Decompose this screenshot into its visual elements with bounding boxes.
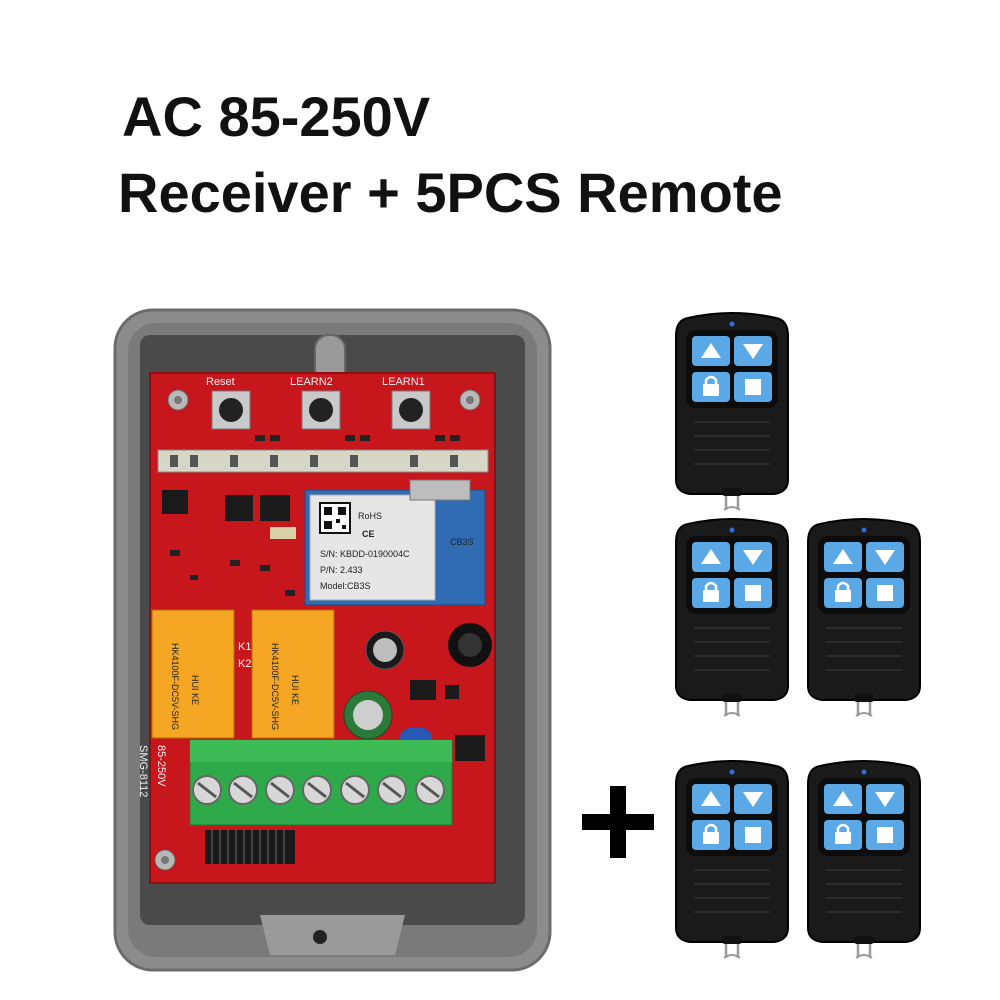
remote-illustration — [675, 312, 789, 511]
keyring — [723, 702, 741, 717]
lock-icon — [835, 581, 851, 602]
receiver-unit: Reset LEARN2 LEARN1 — [110, 305, 555, 975]
remote-control-4 — [674, 760, 790, 960]
plus-icon — [582, 786, 654, 858]
remote-button-stop[interactable] — [734, 820, 772, 850]
learn1-button[interactable] — [391, 390, 431, 430]
ce-mark: CE — [362, 529, 375, 539]
relay-k2: HUI KE HK4100F-DC5V-SHG — [251, 609, 335, 739]
heading-voltage: AC 85-250V — [122, 85, 431, 148]
relay-k1: HUI KE HK4100F-DC5V-SHG — [151, 609, 235, 739]
remote-button-up[interactable] — [692, 784, 730, 814]
lock-icon — [703, 823, 719, 844]
keyring — [723, 944, 741, 959]
remote-button-up[interactable] — [692, 336, 730, 366]
remote-control-3 — [806, 518, 922, 718]
remote-button-up[interactable] — [824, 784, 862, 814]
receiver-illustration: Reset LEARN2 LEARN1 — [113, 308, 552, 972]
qr-code — [319, 502, 351, 534]
led-indicator — [729, 321, 735, 327]
remote-button-stop[interactable] — [866, 820, 904, 850]
remote-button-down[interactable] — [866, 784, 904, 814]
module-side-label: CB3S — [450, 537, 474, 547]
remote-button-stop[interactable] — [866, 578, 904, 608]
arrow-down-icon — [875, 550, 895, 565]
remote-button-up[interactable] — [824, 542, 862, 572]
label-reset: Reset — [206, 376, 235, 388]
arrow-down-icon — [743, 550, 763, 565]
module-pn: P/N: 2.433 — [320, 565, 363, 575]
module-sn: S/N: KBDD-0190004C — [320, 549, 410, 559]
rohs-mark: RoHS — [358, 511, 382, 521]
led-indicator — [861, 527, 867, 533]
learn2-button[interactable] — [301, 390, 341, 430]
keyring — [723, 496, 741, 511]
arrow-up-icon — [701, 791, 721, 806]
led-indicator — [729, 769, 735, 775]
heading-package: Receiver + 5PCS Remote — [118, 161, 783, 224]
relay-k2-brand: HUI KE — [290, 675, 300, 705]
label-board-model: SMG-8112 — [137, 745, 149, 797]
stop-square-icon — [745, 379, 761, 395]
stop-square-icon — [745, 585, 761, 601]
label-k2: K2 — [238, 658, 251, 670]
relay-k1-model: HK4100F-DC5V-SHG — [170, 643, 180, 730]
remote-control-1 — [674, 312, 790, 512]
remote-button-stop[interactable] — [734, 372, 772, 402]
remote-button-stop[interactable] — [734, 578, 772, 608]
relay-k1-brand: HUI KE — [190, 675, 200, 705]
remote-button-lock[interactable] — [692, 820, 730, 850]
arrow-up-icon — [701, 343, 721, 358]
remote-button-up[interactable] — [692, 542, 730, 572]
remote-button-lock[interactable] — [824, 578, 862, 608]
module-model: Model:CB3S — [320, 581, 371, 591]
remote-illustration — [807, 518, 921, 717]
label-k1: K1 — [238, 641, 251, 653]
lock-icon — [835, 823, 851, 844]
arrow-up-icon — [833, 549, 853, 564]
arrow-down-icon — [743, 344, 763, 359]
remote-control-5 — [806, 760, 922, 960]
lock-icon — [703, 375, 719, 396]
remote-illustration — [675, 760, 789, 959]
arrow-down-icon — [875, 792, 895, 807]
led-indicator — [729, 527, 735, 533]
remote-button-down[interactable] — [866, 542, 904, 572]
remote-control-2 — [674, 518, 790, 718]
relay-k2-model: HK4100F-DC5V-SHG — [270, 643, 280, 730]
mount-hole — [313, 930, 327, 944]
terminal-block — [189, 739, 453, 826]
keyring — [855, 944, 873, 959]
reset-button[interactable] — [211, 390, 251, 430]
label-learn2: LEARN2 — [290, 376, 333, 388]
label-voltage: 85-250V — [155, 745, 167, 787]
remote-illustration — [675, 518, 789, 717]
keyring — [855, 702, 873, 717]
stop-square-icon — [745, 827, 761, 843]
arrow-up-icon — [833, 791, 853, 806]
label-learn1: LEARN1 — [382, 376, 425, 388]
arrow-down-icon — [743, 792, 763, 807]
remote-button-down[interactable] — [734, 336, 772, 366]
led-indicator — [861, 769, 867, 775]
lock-icon — [703, 581, 719, 602]
remote-button-down[interactable] — [734, 784, 772, 814]
remote-button-lock[interactable] — [692, 372, 730, 402]
remote-button-lock[interactable] — [824, 820, 862, 850]
arrow-up-icon — [701, 549, 721, 564]
remote-button-lock[interactable] — [692, 578, 730, 608]
stop-square-icon — [877, 827, 893, 843]
remote-button-down[interactable] — [734, 542, 772, 572]
remote-illustration — [807, 760, 921, 959]
stop-square-icon — [877, 585, 893, 601]
antenna-coil — [205, 830, 295, 864]
